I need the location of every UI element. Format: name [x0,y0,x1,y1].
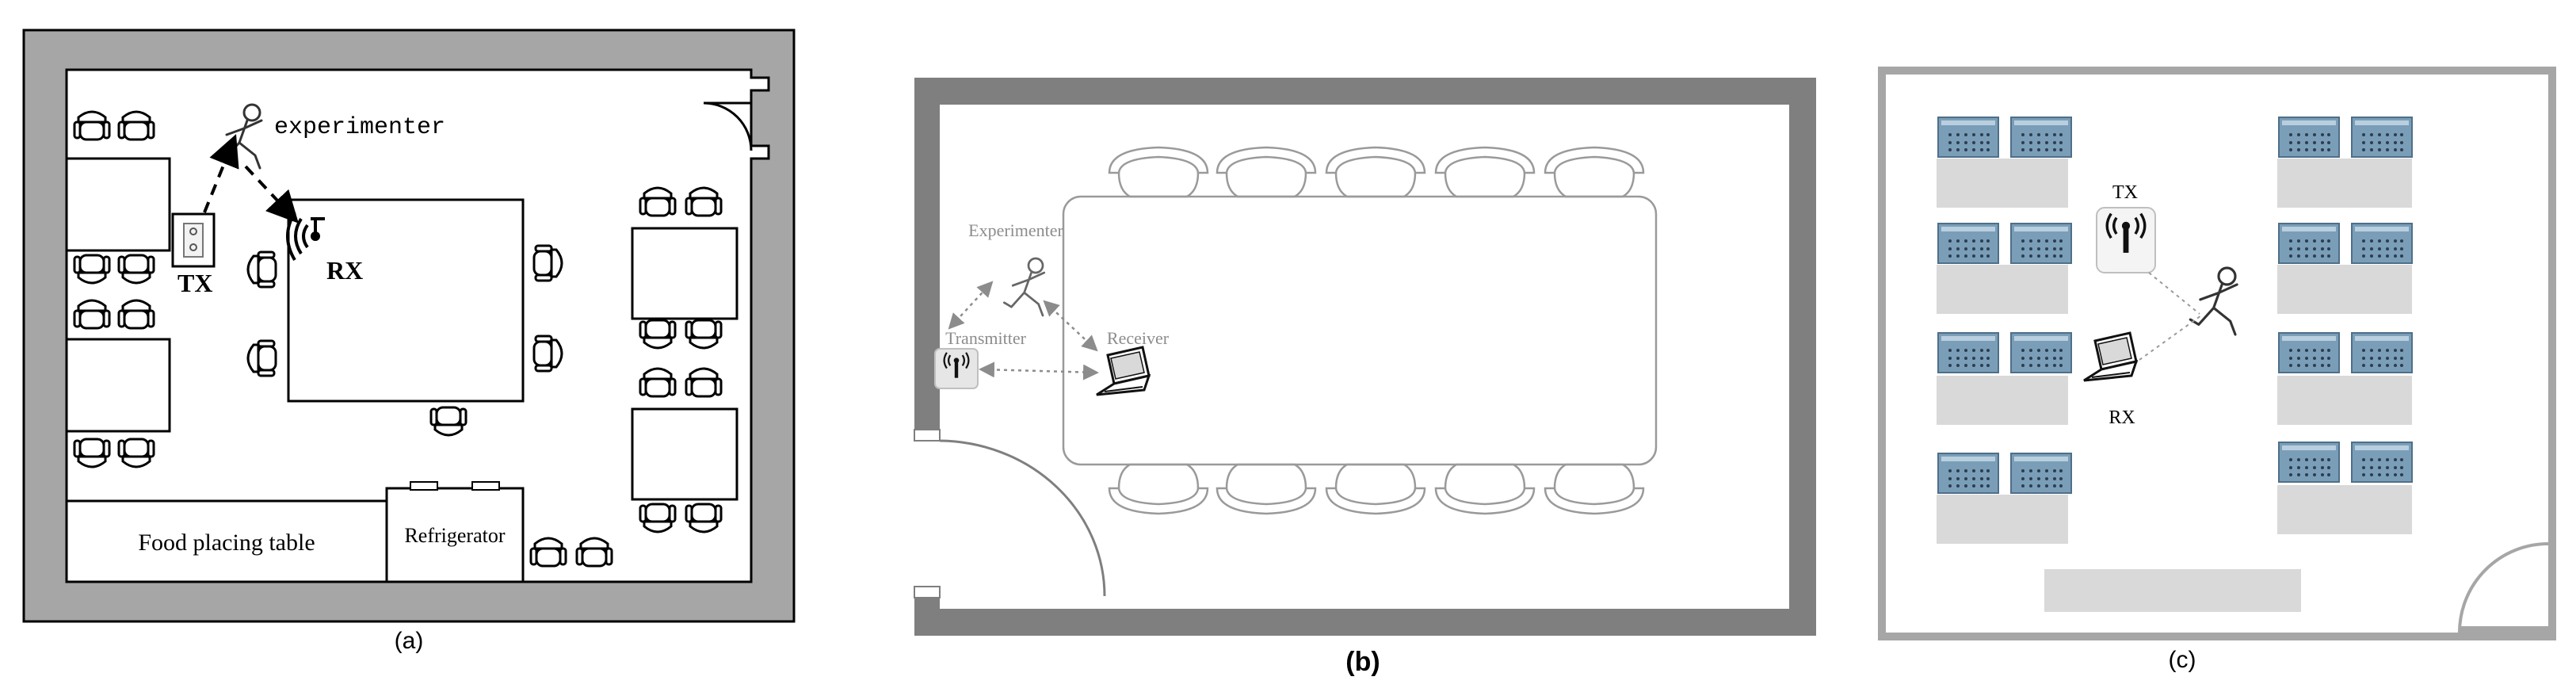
experimenter-icon [2189,266,2238,336]
experimenter-icon [1003,257,1046,317]
transmitter-label: Transmitter [945,328,1027,348]
door [703,90,753,151]
door [914,429,1106,598]
tx-device [171,212,216,268]
table [287,198,525,403]
receiver-label: Receiver [1107,328,1170,348]
tx-label: TX [2112,182,2138,203]
table [65,157,171,252]
refrigerator-label: Refrigerator [404,524,505,547]
table [631,227,738,320]
caption-b: (b) [1345,647,1380,677]
door [2458,542,2549,633]
signal-path [2139,272,2202,361]
experimenter-label: Experimenter [968,220,1063,240]
caption-c: (c) [2169,647,2196,673]
tx-icon [2096,207,2156,273]
rx-label: RX [2109,407,2135,428]
food-placing-table [65,499,388,583]
signal-path [244,165,299,224]
experimenter-label: experimenter [274,114,445,141]
refrigerator [385,487,525,583]
tx-label: TX [177,269,212,297]
rx-device [286,211,325,262]
table [631,407,738,501]
experimenter-icon [216,103,263,170]
rx-label: RX [326,256,363,285]
panel-b [914,78,1816,636]
laptop-icon [2082,331,2138,382]
caption-a: (a) [395,628,424,654]
desks [1937,159,2412,612]
signal-path [203,134,239,213]
panel-c [1878,67,2556,640]
food-table-label: Food placing table [138,530,315,556]
panel-a [22,29,796,623]
table [65,338,171,433]
transmitter-icon [934,348,979,389]
signal-path [948,281,1099,380]
